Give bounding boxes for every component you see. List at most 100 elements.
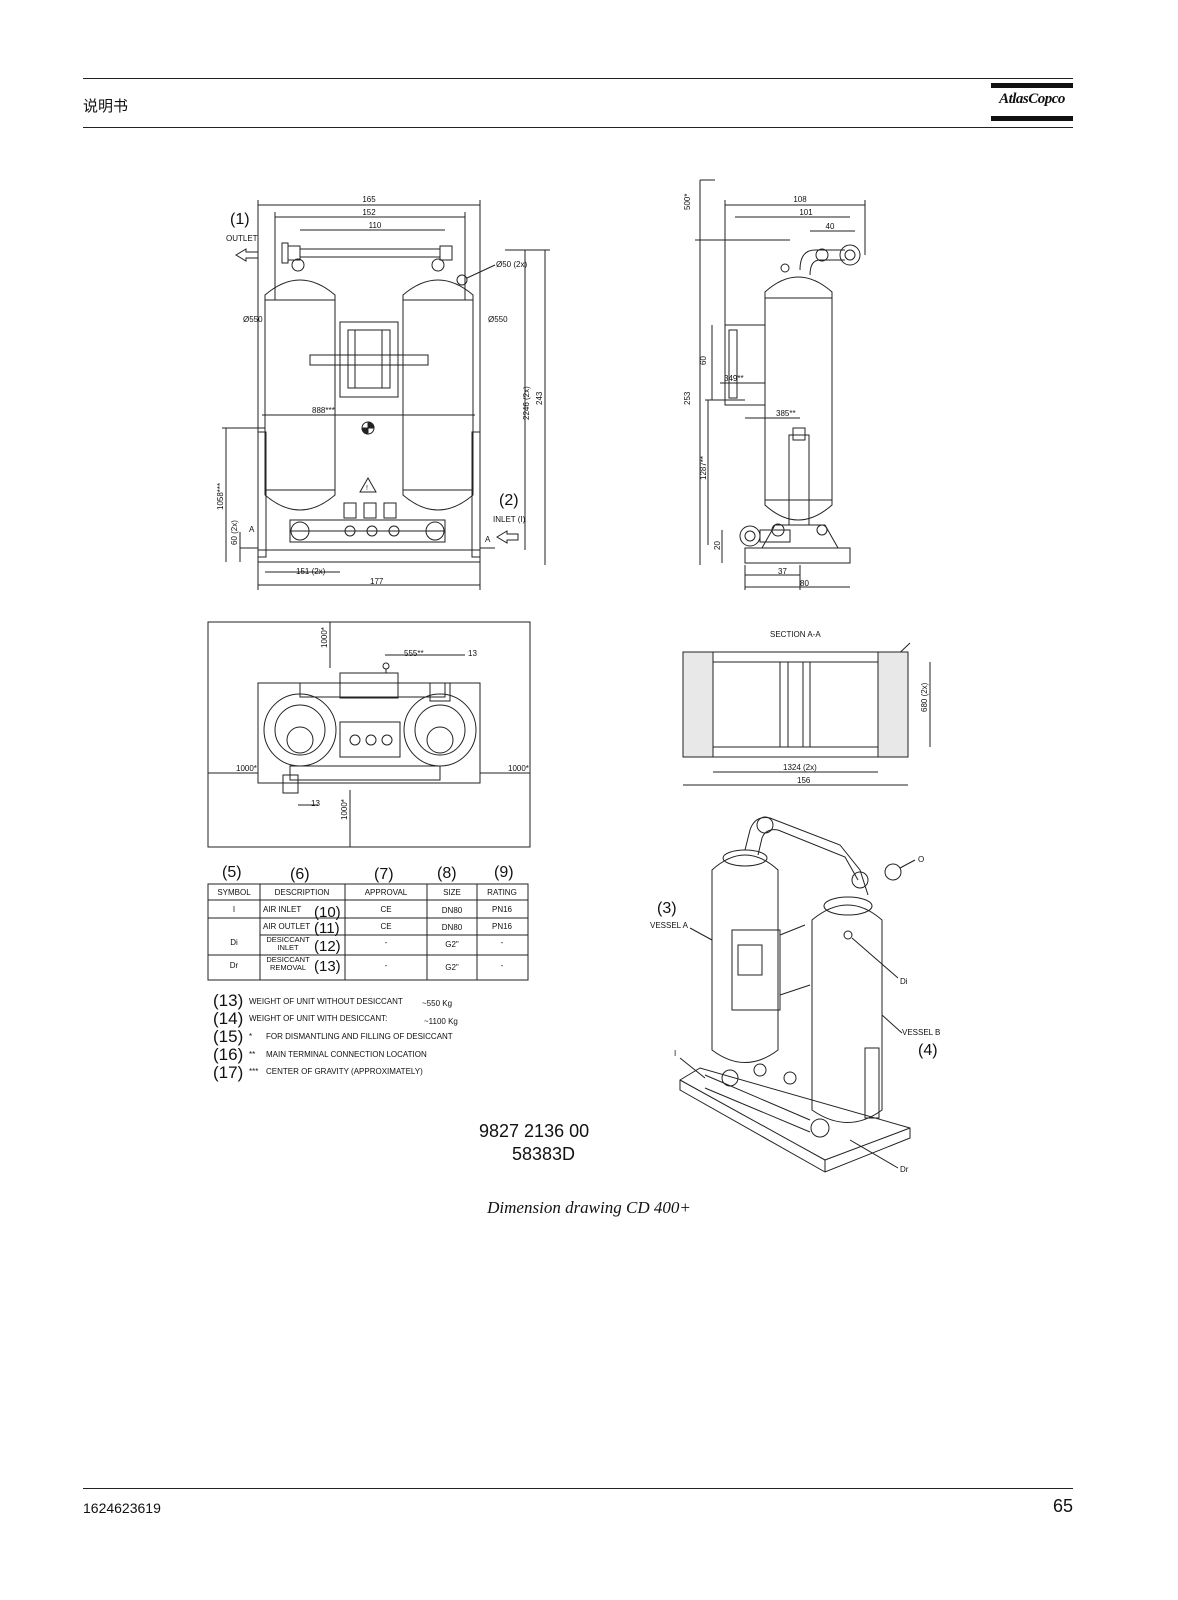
note4-num: (16): [213, 1045, 243, 1064]
row4-rating: -: [501, 961, 504, 970]
inlet-label: INLET (I): [493, 515, 526, 524]
notes: (13) WEIGHT OF UNIT WITHOUT DESICCANT ~5…: [213, 991, 458, 1082]
col-num-approval: (7): [374, 866, 394, 883]
dim-1000-bottom: 1000*: [340, 799, 349, 820]
drawing-number: 9827 2136 00: [479, 1121, 589, 1141]
row3-num: (12): [314, 938, 341, 955]
i-label: I: [674, 1049, 676, 1058]
outlet-number: (1): [230, 211, 250, 228]
row1-symbol: I: [233, 905, 235, 914]
header-bottom-rule: [83, 127, 1073, 128]
section-title: SECTION A-A: [770, 630, 821, 639]
dim-40: 40: [826, 222, 835, 231]
th-rating: RATING: [487, 888, 517, 897]
col-num-size: (8): [437, 865, 457, 882]
note1-num: (13): [213, 991, 243, 1010]
note2-value: ~1100 Kg: [424, 1017, 458, 1026]
dim-680: 680 (2x): [920, 682, 929, 712]
outlet-o-label: O: [918, 855, 924, 864]
dim-60: 60 (2x): [230, 520, 239, 545]
dim-349: 349**: [724, 374, 744, 383]
footer-rule: [83, 1488, 1073, 1489]
row3-size: G2": [445, 940, 459, 949]
dim-80: 80: [800, 579, 809, 588]
row2-approval: CE: [380, 922, 391, 931]
row4-symbol: Dr: [230, 961, 239, 970]
side-view: 500* 108 101 40 60 349** 385** 253 1287: [683, 179, 866, 590]
note4-mark: **: [249, 1050, 255, 1059]
row4-num: (13): [314, 958, 341, 975]
col-num-rating: (9): [494, 864, 514, 881]
row2-desc: AIR OUTLET: [263, 922, 310, 931]
dim-13-bottom: 13: [311, 799, 320, 808]
center-gravity-dim: 888***: [312, 406, 335, 415]
dim-555: 555**: [404, 649, 424, 658]
top-view: 1000* 555** 13 1000* 1000* 13 1000*: [207, 621, 531, 848]
note5-num: (17): [213, 1063, 243, 1082]
dim-1000-right: 1000*: [508, 764, 529, 773]
note3-text: FOR DISMANTLING AND FILLING OF DESICCANT: [266, 1032, 453, 1041]
note1-value: ~550 Kg: [422, 999, 452, 1008]
front-view: 165 152 110 (1) OUTLET Ø50 (2x) Ø550 Ø55…: [216, 195, 550, 590]
dim-2246: 2246 (2x): [522, 386, 531, 420]
row4-desc: DESICCANT REMOVAL: [266, 956, 310, 972]
dim-243: 243: [535, 391, 544, 405]
header-title: 说明书: [83, 97, 129, 115]
dim-60-side: 60: [699, 356, 708, 365]
note4-text: MAIN TERMINAL CONNECTION LOCATION: [266, 1050, 427, 1059]
drawing-revision: 58383D: [512, 1144, 575, 1164]
section-mark-left: A: [249, 525, 255, 534]
note1-text: WEIGHT OF UNIT WITHOUT DESICCANT: [249, 997, 403, 1006]
dim-1324: 1324 (2x): [783, 763, 817, 772]
note5-text: CENTER OF GRAVITY (APPROXIMATELY): [266, 1067, 423, 1076]
connections-table: (5) (6) (7) (8) (9) SYMBOL DESCRIPTION A…: [207, 864, 529, 981]
isometric-view: (3) VESSEL A O Di VESSEL B (4): [650, 816, 940, 1174]
col-num-symbol: (5): [222, 864, 242, 881]
dim-165: 165: [362, 195, 376, 204]
dim-1000-top: 1000*: [320, 627, 329, 648]
dim-151: 151 (2x): [296, 567, 326, 576]
vessel-b-label: VESSEL B: [902, 1028, 940, 1037]
dim-1058: 1058***: [216, 483, 225, 510]
th-size: SIZE: [443, 888, 461, 897]
dim-500: 500*: [683, 194, 692, 210]
dim-1000-left: 1000*: [236, 764, 257, 773]
dim-1287: 1287**: [699, 456, 708, 480]
row1-size: DN80: [442, 906, 463, 915]
note2-num: (14): [213, 1009, 243, 1028]
dim-152: 152: [362, 208, 376, 217]
row1-desc: AIR INLET: [263, 905, 301, 914]
vessel-b-number: (4): [918, 1042, 938, 1059]
row4-approval: -: [385, 961, 388, 970]
section-mark-right: A: [485, 535, 491, 544]
note3-num: (15): [213, 1027, 243, 1046]
th-symbol: SYMBOL: [217, 888, 251, 897]
th-description: DESCRIPTION: [275, 888, 330, 897]
vessel-a-number: (3): [657, 900, 677, 917]
section-view: SECTION A-A 680 (2x) 1324 (2x) 156: [682, 630, 931, 786]
dim-110: 110: [369, 221, 382, 230]
dim-253: 253: [683, 391, 692, 405]
document-number: 1624623619: [83, 1500, 161, 1516]
svg-text:!: !: [366, 485, 368, 492]
dim-108: 108: [793, 195, 807, 204]
row3-symbol: Di: [230, 938, 238, 947]
vessel-a-label: VESSEL A: [650, 921, 689, 930]
row4-size: G2": [445, 963, 459, 972]
dim-385: 385**: [776, 409, 796, 418]
th-approval: APPROVAL: [365, 888, 408, 897]
vessel-right-diameter: Ø550: [488, 315, 508, 324]
col-num-description: (6): [290, 866, 310, 883]
row3-desc: DESICCANT INLET: [266, 936, 310, 952]
logo-text: AtlasCopco: [999, 91, 1065, 107]
note2-text: WEIGHT OF UNIT WITH DESICCANT:: [249, 1014, 387, 1023]
note5-mark: ***: [249, 1067, 258, 1076]
note3-mark: *: [249, 1032, 252, 1041]
row1-rating: PN16: [492, 905, 513, 914]
dim-177: 177: [370, 577, 384, 586]
dr-label: Dr: [900, 1165, 909, 1174]
row1-approval: CE: [380, 905, 391, 914]
header-top-rule: [83, 78, 1073, 79]
figure-caption: Dimension drawing CD 400+: [487, 1198, 691, 1217]
